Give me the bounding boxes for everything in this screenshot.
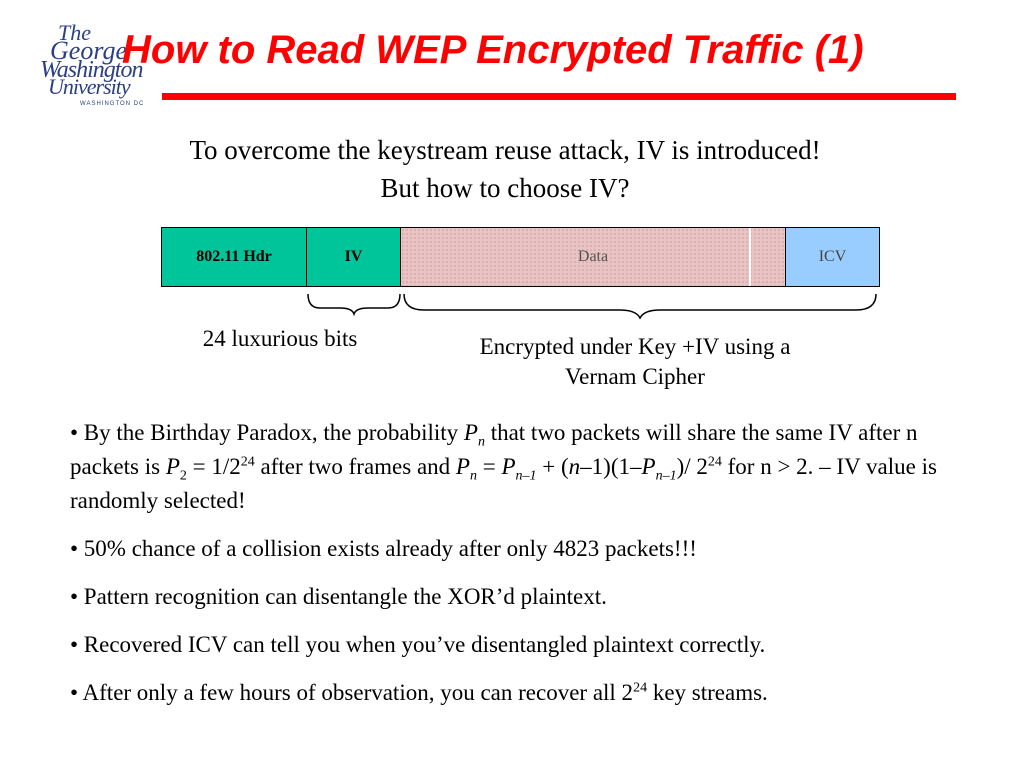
wep-packet-diagram: 802.11 Hdr IV Data ICV	[161, 227, 880, 289]
intro-line-2: But how to choose IV?	[380, 173, 630, 203]
b1-text-3: = 1/2	[186, 454, 241, 479]
b1-sub-2: 2	[179, 468, 187, 484]
b1-sym-p: P	[463, 420, 478, 445]
b1-sup-24b: 24	[707, 454, 722, 470]
packet-data-divider	[749, 228, 751, 286]
b5-text-2: key streams.	[647, 680, 768, 705]
title-underline	[162, 93, 956, 100]
iv-bits-label: 24 luxurious bits	[202, 326, 358, 351]
logo-line-university: University	[48, 74, 131, 99]
b5-sup-24: 24	[633, 680, 648, 696]
bullet-recovered-icv: • Recovered ICV can tell you when you’ve…	[70, 632, 766, 657]
b1-sup-24a: 24	[240, 454, 255, 470]
b1-sub-n: n	[477, 434, 485, 450]
iv-brace	[307, 293, 401, 317]
b1-text-8: )/ 2	[676, 454, 708, 479]
b1-sym-pn1: P	[501, 454, 516, 479]
logo-line-the: The	[58, 20, 91, 45]
logo-line-george: George	[50, 36, 128, 65]
b1-sub-n2: n	[469, 468, 477, 484]
logo-line-washington: Washington	[40, 57, 143, 83]
logo-line-city: WASHINGTON DC	[80, 101, 145, 107]
b1-sym-pn2: P	[641, 454, 656, 479]
encrypted-brace	[403, 293, 877, 320]
encrypted-label: Encrypted under Key +IV using a Vernam C…	[420, 332, 850, 392]
encrypted-label-line-2: Vernam Cipher	[565, 364, 705, 389]
b1-text-6: + (	[536, 454, 569, 479]
b1-sym-p2: P	[165, 454, 180, 479]
b1-text-7: –1)(1–	[580, 454, 642, 479]
b1-text-2: that two packets will share the same IV …	[70, 420, 918, 479]
bullet-key-streams: • After only a few hours of observation,…	[70, 676, 950, 710]
encrypted-label-line-1: Encrypted under Key +IV using a	[479, 334, 791, 359]
packet-header-segment: 802.11 Hdr	[161, 227, 307, 287]
packet-icv-segment: ICV	[785, 227, 880, 287]
b1-sub-n1: n–1	[515, 468, 537, 484]
b5-text-1: • After only a few hours of observation,…	[70, 680, 634, 705]
packet-data-segment: Data	[400, 227, 786, 287]
university-logo: The George Washington University WASHING…	[40, 18, 158, 108]
b1-sym-pn: P	[455, 454, 470, 479]
bullet-list: • By the Birthday Paradox, the probabili…	[70, 416, 950, 724]
b1-text-5: =	[476, 454, 502, 479]
slide-title: How to Read WEP Encrypted Traffic (1)	[122, 28, 864, 72]
b1-sub-n3: n–1	[655, 468, 677, 484]
b1-text-1: • By the Birthday Paradox, the probabili…	[70, 420, 464, 445]
bullet-pattern-recognition: • Pattern recognition can disentangle th…	[70, 584, 607, 609]
b1-text-9: for n > 2. – IV value is randomly select…	[70, 454, 937, 513]
bullet-collision-chance: • 50% chance of a collision exists alrea…	[70, 536, 697, 561]
b1-sym-n: n	[568, 454, 581, 479]
bullet-birthday-paradox: • By the Birthday Paradox, the probabili…	[70, 416, 950, 518]
packet-iv-segment: IV	[306, 227, 401, 287]
b1-text-4: after two frames and	[254, 454, 456, 479]
packet-data-label: Data	[577, 248, 609, 265]
intro-line-1: To overcome the keystream reuse attack, …	[189, 135, 821, 165]
